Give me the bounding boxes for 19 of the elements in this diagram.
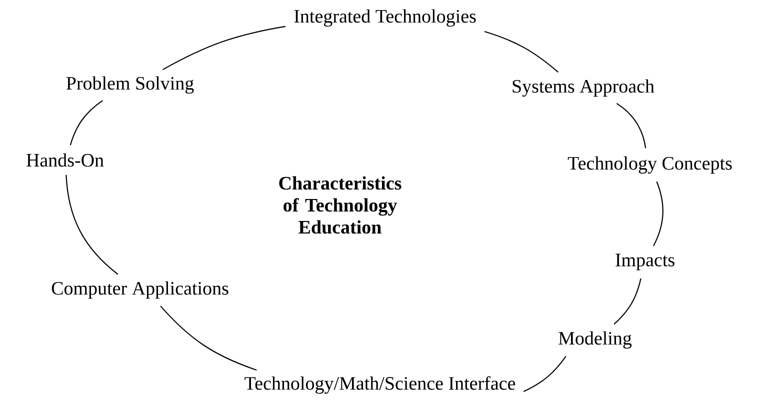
characteristic-label: Technology Concepts: [568, 156, 732, 174]
connector-arc: [653, 181, 664, 246]
connector-arc: [160, 306, 257, 371]
connector-arc: [484, 30, 558, 73]
connector-arc: [162, 26, 286, 70]
characteristic-label: Integrated Technologies: [294, 9, 476, 27]
connector-arc: [70, 100, 103, 146]
characteristic-label: Computer Applications: [52, 281, 228, 299]
connector-arc: [523, 356, 566, 392]
characteristic-label: Modeling: [558, 331, 632, 349]
characteristic-label: Impacts: [616, 254, 674, 270]
connector-arc: [616, 102, 646, 148]
connector-arc: [66, 174, 118, 275]
characteristic-label: Technology/Math/Science Interface: [244, 376, 516, 394]
characteristic-label: Problem Solving: [66, 76, 194, 94]
characteristic-label: Systems Approach: [512, 79, 654, 97]
characteristic-label: Hands-On: [26, 153, 104, 167]
center-heading: Characteristics of Technology Education: [279, 176, 402, 234]
connector-arc: [614, 278, 642, 325]
